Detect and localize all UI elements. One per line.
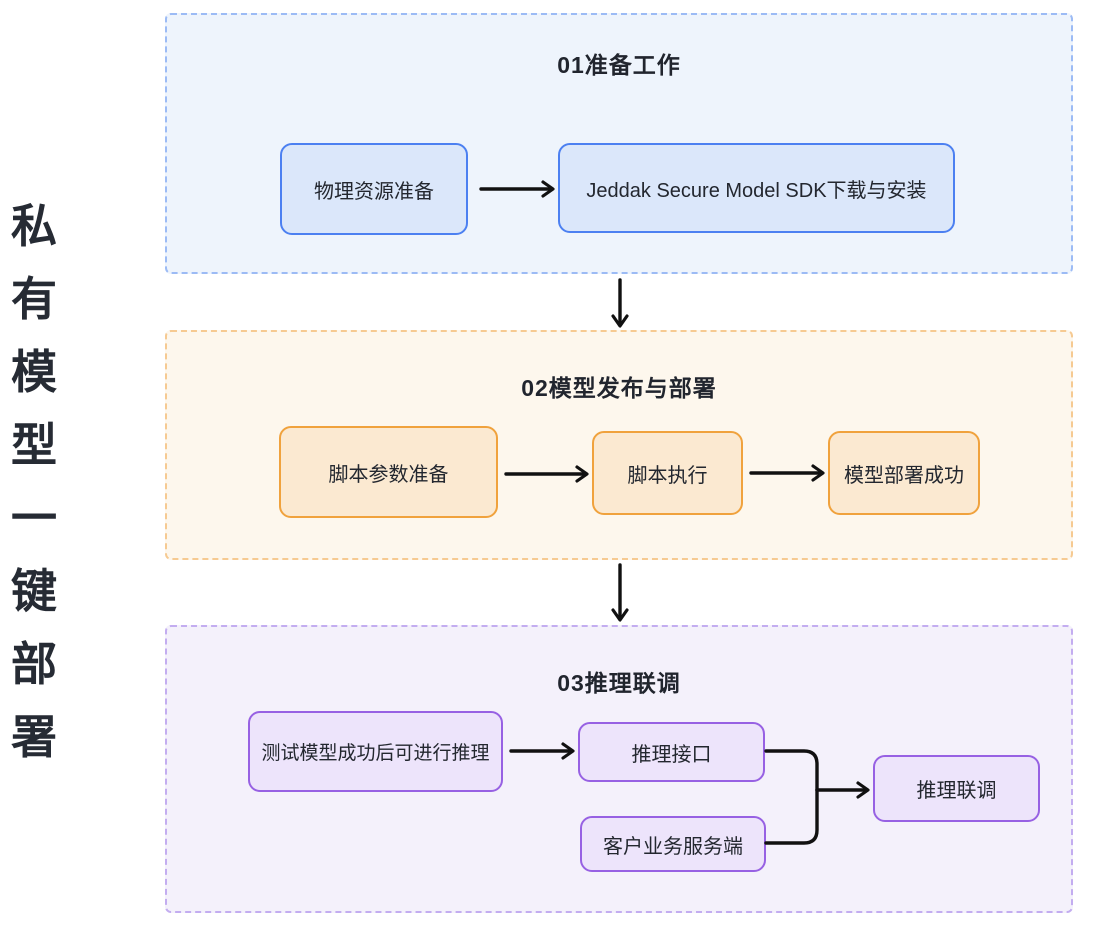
node-script-execute: 脚本执行	[592, 431, 743, 515]
node-test-model-inference: 测试模型成功后可进行推理	[248, 711, 503, 792]
section-preparation-title: 01准备工作	[557, 52, 681, 78]
vertical-title-char: 一	[11, 492, 57, 544]
vertical-title-char: 有	[11, 273, 57, 325]
vertical-title-char: 私	[11, 200, 57, 252]
section-inference-debug-title: 03推理联调	[557, 670, 681, 696]
node-physical-resource-prep: 物理资源准备	[280, 143, 468, 235]
vertical-page-title: 私 有 模 型 一 键 部 署	[9, 203, 59, 760]
node-customer-server: 客户业务服务端	[580, 816, 766, 872]
node-inference-api: 推理接口	[578, 722, 765, 782]
node-deploy-success: 模型部署成功	[828, 431, 980, 515]
vertical-title-char: 型	[11, 419, 57, 471]
vertical-title-char: 键	[11, 565, 57, 617]
vertical-title-char: 部	[11, 638, 57, 690]
vertical-title-char: 模	[11, 346, 57, 398]
vertical-title-char: 署	[11, 711, 57, 763]
node-script-param-prep: 脚本参数准备	[279, 426, 498, 518]
section-publish-deploy-title: 02模型发布与部署	[521, 375, 717, 401]
node-sdk-download-install: Jeddak Secure Model SDK下载与安装	[558, 143, 955, 233]
node-inference-joint-debug: 推理联调	[873, 755, 1040, 822]
